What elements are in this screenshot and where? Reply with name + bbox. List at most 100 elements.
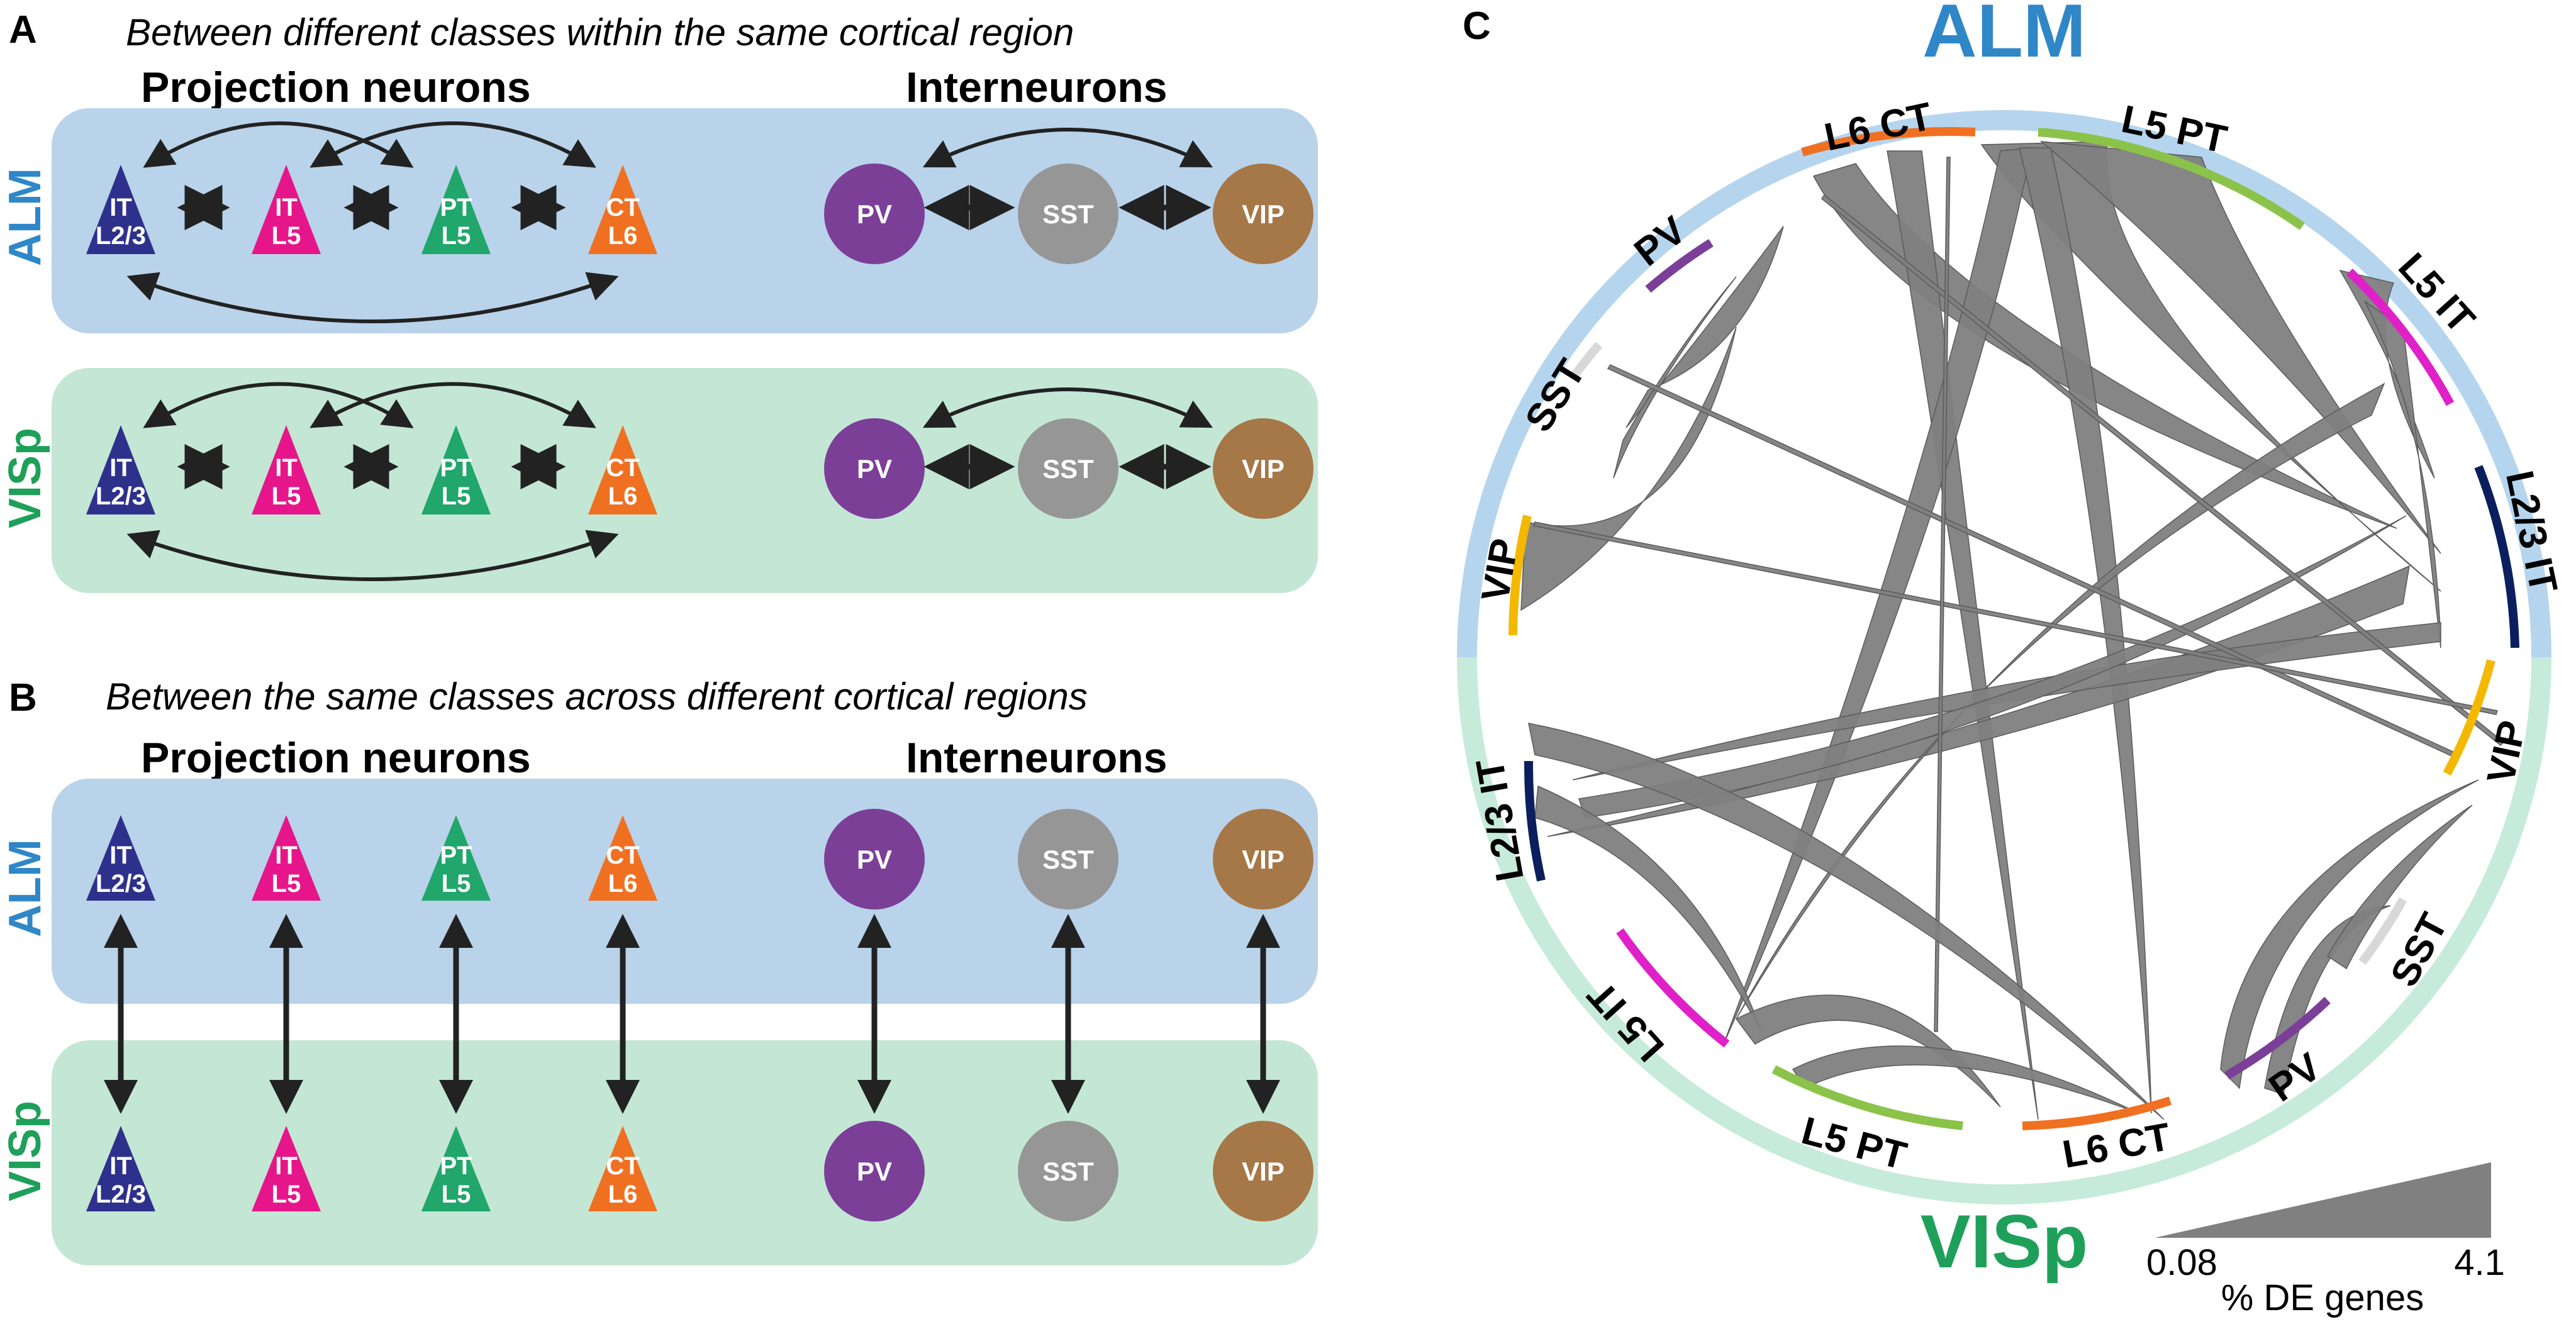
svg-text:L2/3: L2/3 xyxy=(96,870,146,898)
seg-visp-l5it xyxy=(1616,928,1730,1048)
seg-alm-vip xyxy=(1508,514,1532,636)
svg-text:VIP: VIP xyxy=(1242,845,1285,874)
panel-a-alm-pt-l5: PT L5 xyxy=(421,165,491,254)
panel-a-visp-vip: VIP xyxy=(1213,418,1313,519)
svg-text:SST: SST xyxy=(1042,454,1094,484)
panel-a-visp-it-l5: IT L5 xyxy=(252,425,321,514)
panel-b-alm-ct-l6: CT L6 xyxy=(588,815,657,901)
svg-text:L5: L5 xyxy=(442,870,471,898)
svg-text:CT: CT xyxy=(606,842,639,869)
svg-text:IT: IT xyxy=(275,1152,298,1180)
svg-text:PT: PT xyxy=(440,842,472,869)
panel-a-caption: Between different classes within the sam… xyxy=(126,11,1074,53)
panel-b-alm-it-l5: IT L5 xyxy=(252,815,321,901)
svg-text:L6: L6 xyxy=(608,222,638,250)
svg-text:L5: L5 xyxy=(272,222,301,250)
panel-b-letter: B xyxy=(9,676,37,720)
panel-b-interneuron-title: Interneurons xyxy=(906,734,1168,782)
seg-alm-l23it xyxy=(2474,465,2519,648)
panel-a-visp-sst: SST xyxy=(1018,418,1118,519)
panel-a-projection-title: Projection neurons xyxy=(141,64,531,111)
svg-text:L2/3: L2/3 xyxy=(96,482,146,510)
panel-a-alm-ct-l6: CT L6 xyxy=(588,165,657,254)
svg-text:L2/3: L2/3 xyxy=(96,1181,146,1208)
svg-text:IT: IT xyxy=(109,1152,132,1180)
seg-alm-l5it xyxy=(2346,268,2455,406)
panel-a-visp-pv: PV xyxy=(824,418,925,519)
panel-b-visp-pt-l5: PT L5 xyxy=(421,1126,491,1211)
label-visp-l5it: L5 IT xyxy=(1580,973,1673,1070)
label-alm-vip: VIP xyxy=(1473,535,1527,604)
svg-text:L6: L6 xyxy=(608,870,638,898)
seg-visp-pv xyxy=(2224,996,2331,1080)
seg-visp-l5pt xyxy=(1771,1065,1963,1130)
panel-b-visp-vip: VIP xyxy=(1213,1121,1313,1221)
svg-text:PV: PV xyxy=(857,199,892,229)
svg-text:VIP: VIP xyxy=(1242,454,1285,484)
svg-text:SST: SST xyxy=(1042,1157,1094,1186)
svg-text:CT: CT xyxy=(606,194,639,221)
svg-text:PT: PT xyxy=(440,1152,472,1180)
panel-a-visp-ct-l6: CT L6 xyxy=(588,425,657,514)
label-alm-l6ct: L6 CT xyxy=(1820,94,1936,159)
panel-b-visp-it-l23: IT L2/3 xyxy=(86,1126,155,1211)
panel-c-alm-title: ALM xyxy=(1922,0,2086,73)
svg-text:VIP: VIP xyxy=(1242,199,1285,229)
panel-a-alm-vip: VIP xyxy=(1213,164,1313,264)
svg-text:L5: L5 xyxy=(272,482,301,510)
legend-wedge xyxy=(2155,1162,2491,1238)
panel-a-letter: A xyxy=(9,8,37,52)
panel-a-alm-pv: PV xyxy=(824,164,925,264)
panel-b-cross-region-arrows xyxy=(104,914,1280,1114)
panel-a-alm-box xyxy=(52,108,1318,333)
panel-a-alm-it-l5: IT L5 xyxy=(252,165,321,254)
panel-b-visp-sst: SST xyxy=(1018,1121,1118,1221)
chord-legend: 0.08 4.1 % DE genes xyxy=(2146,1162,2505,1318)
label-visp-l23it: L2/3 IT xyxy=(1468,755,1532,885)
seg-visp-l6ct xyxy=(2022,1096,2172,1130)
panel-b-alm-label: ALM xyxy=(0,839,50,937)
svg-text:VIP: VIP xyxy=(1242,1157,1285,1186)
chord-segments xyxy=(1508,127,2519,1130)
svg-text:L2/3: L2/3 xyxy=(96,222,146,250)
seg-alm-l6ct xyxy=(1801,127,1976,157)
legend-max: 4.1 xyxy=(2454,1242,2505,1283)
panel-b-alm-it-l23: IT L2/3 xyxy=(86,815,155,901)
panel-c: C ALM VISp xyxy=(1457,0,2565,1318)
panel-a-alm-label: ALM xyxy=(0,168,50,266)
svg-text:PT: PT xyxy=(440,454,472,482)
panel-a-alm-arrows xyxy=(126,121,1213,323)
seg-alm-pv xyxy=(1645,239,1714,293)
panel-b-visp-it-l5: IT L5 xyxy=(252,1126,321,1211)
legend-label: % DE genes xyxy=(2221,1277,2424,1318)
panel-a-alm-it-l23: IT L2/3 xyxy=(86,165,155,254)
svg-text:PV: PV xyxy=(857,845,892,874)
svg-text:L5: L5 xyxy=(272,1181,301,1208)
seg-visp-l23it xyxy=(1524,760,1546,882)
svg-text:L6: L6 xyxy=(608,482,638,510)
panel-c-visp-title: VISp xyxy=(1921,1199,2088,1284)
svg-text:L5: L5 xyxy=(442,1181,471,1208)
panel-b-visp-box xyxy=(52,1040,1318,1265)
panel-a: A Between different classes within the s… xyxy=(0,8,1318,593)
svg-text:IT: IT xyxy=(109,842,132,869)
svg-text:SST: SST xyxy=(1042,199,1094,229)
seg-visp-sst xyxy=(2358,897,2407,965)
svg-text:L5: L5 xyxy=(442,222,471,250)
panel-a-visp-label: VISp xyxy=(0,428,50,528)
panel-b-alm-sst: SST xyxy=(1018,809,1118,909)
svg-text:PV: PV xyxy=(857,454,892,484)
svg-text:IT: IT xyxy=(275,842,298,869)
legend-min: 0.08 xyxy=(2146,1242,2217,1283)
panel-b-visp-label: VISp xyxy=(0,1101,50,1201)
panel-a-visp-arrows xyxy=(126,382,1213,581)
seg-alm-sst xyxy=(1570,342,1603,379)
panel-b: B Between the same classes across differ… xyxy=(0,676,1318,1265)
svg-text:CT: CT xyxy=(606,1152,639,1180)
seg-visp-vip xyxy=(2443,659,2495,776)
panel-a-alm-sst: SST xyxy=(1018,164,1118,264)
svg-text:CT: CT xyxy=(606,454,639,482)
svg-text:L5: L5 xyxy=(442,482,471,510)
panel-b-caption: Between the same classes across differen… xyxy=(106,676,1088,718)
